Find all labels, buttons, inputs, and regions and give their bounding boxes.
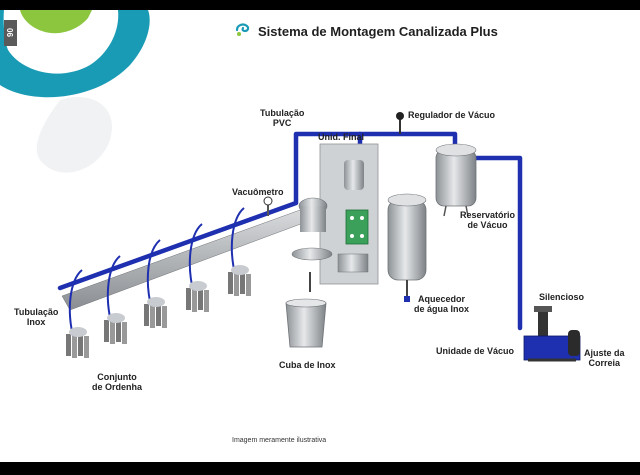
- label-vacuometro: Vacuômetro: [232, 187, 284, 197]
- page-number: 90: [4, 20, 17, 46]
- decorative-swoosh: [0, 10, 150, 173]
- final-unit: [291, 143, 379, 292]
- water-heater: [387, 193, 427, 302]
- vacuum-reservoir: [435, 143, 477, 217]
- label-unidade-vacuo: Unidade de Vácuo: [436, 346, 515, 356]
- label-regulador-vacuo: Regulador de Vácuo: [408, 110, 496, 120]
- vacuum-gauge: [263, 196, 273, 216]
- label-silencioso: Silencioso: [539, 292, 585, 302]
- page-title: Sistema de Montagem Canalizada Plus: [258, 24, 498, 39]
- stainless-vat: [285, 298, 327, 348]
- caption: Imagem meramente ilustrativa: [232, 437, 327, 444]
- label-unid-final: Unid. Final: [318, 132, 364, 142]
- vacuum-pump-unit: [523, 306, 581, 362]
- inox-pipe: [61, 209, 307, 311]
- label-cuba-inox: Cuba de Inox: [279, 360, 336, 370]
- page: Sistema de Montagem Canalizada Plus 90 T…: [0, 10, 640, 462]
- brand-logo-icon: [235, 23, 250, 36]
- milking-units: [66, 207, 251, 358]
- system-diagram: [0, 10, 581, 362]
- vacuum-regulator: [396, 112, 404, 134]
